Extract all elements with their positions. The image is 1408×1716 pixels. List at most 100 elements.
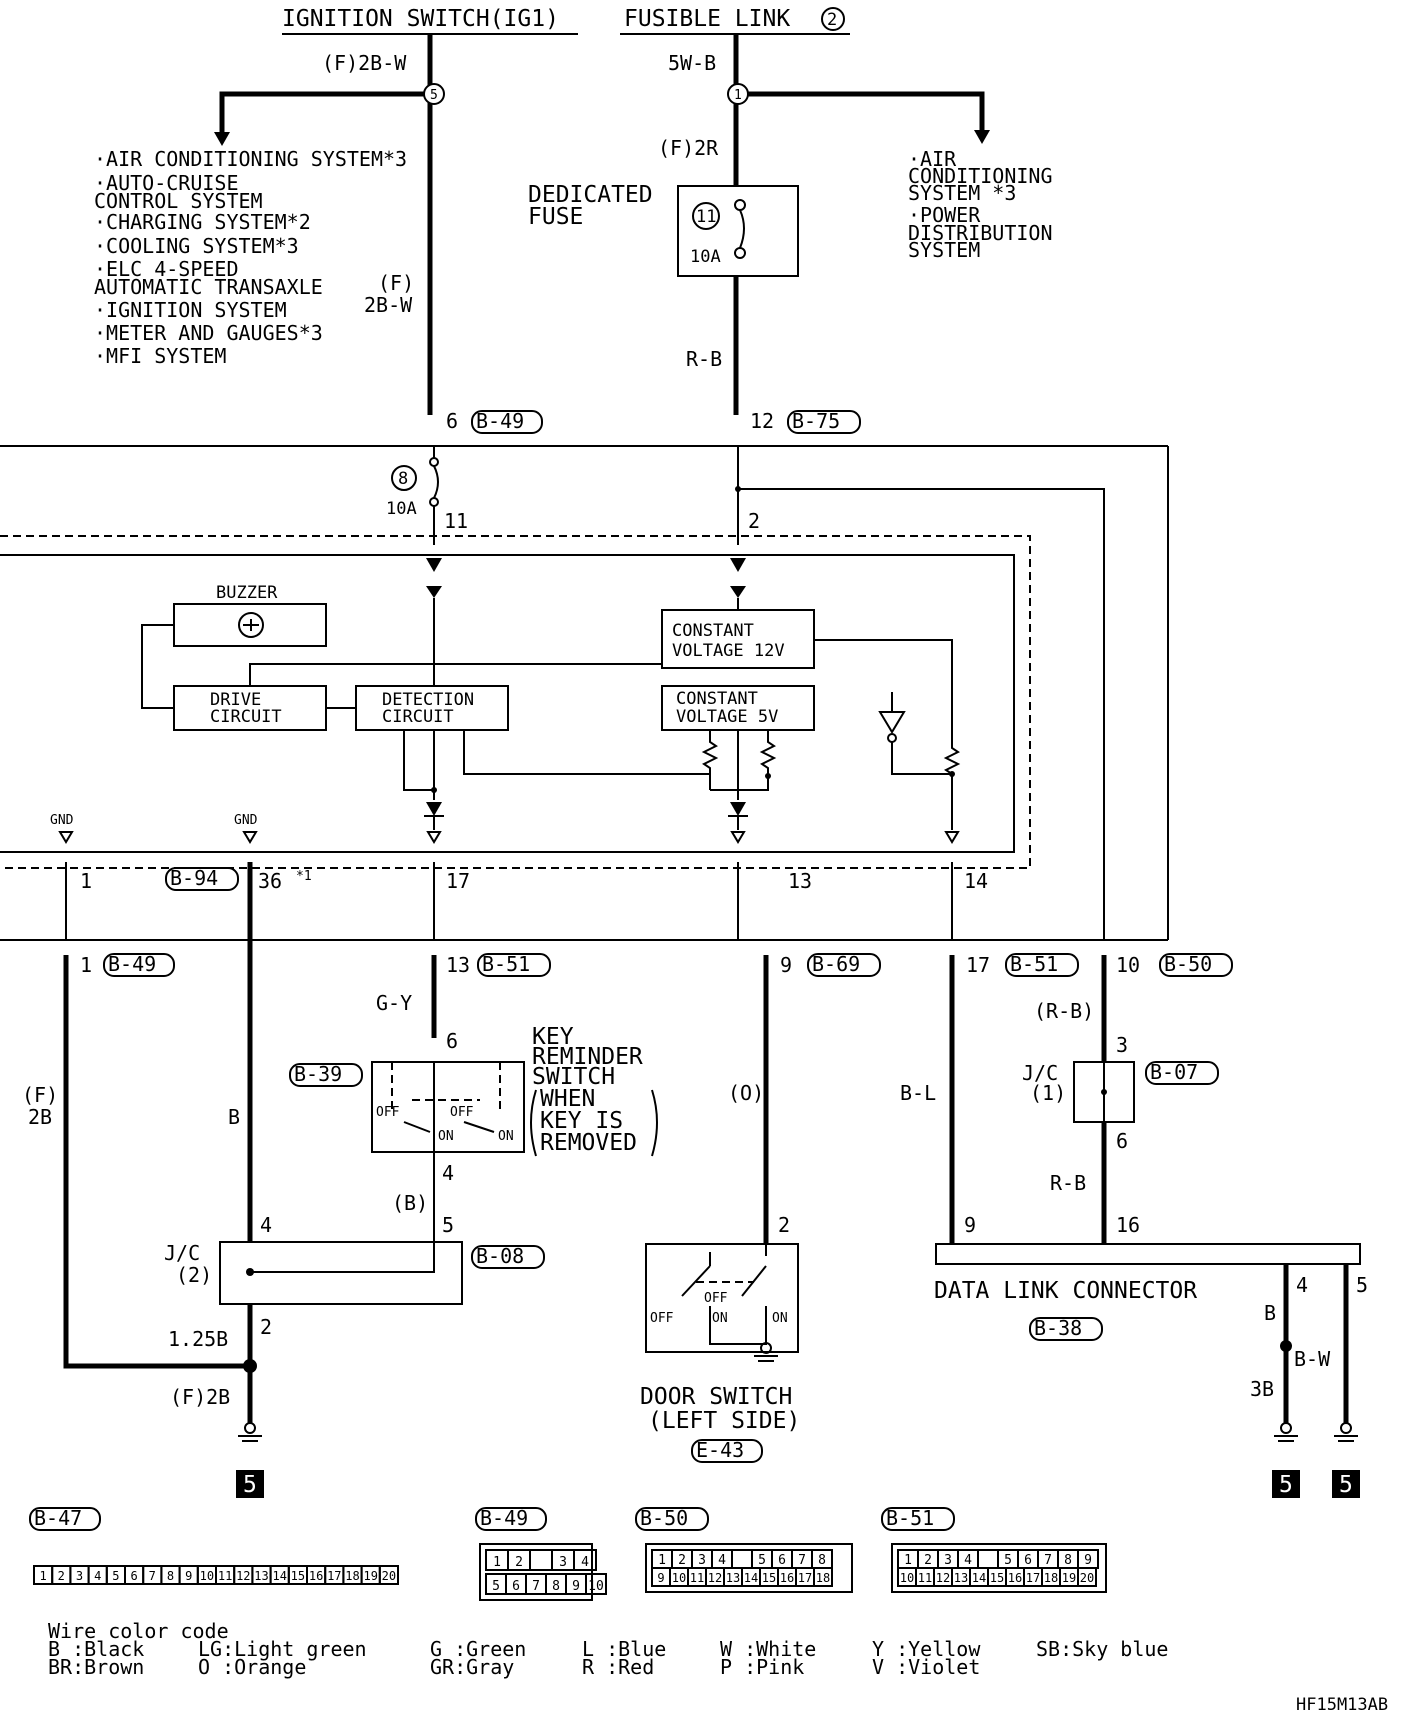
cv12-2: VOLTAGE 12V bbox=[672, 641, 785, 661]
svg-text:V :Violet: V :Violet bbox=[872, 1655, 980, 1679]
key-reminder-2: REMINDER bbox=[532, 1044, 643, 1070]
wire-rb-paren: (R-B) bbox=[1034, 999, 1094, 1023]
gnd-label-1: GND bbox=[50, 813, 74, 828]
pin-number: 10 bbox=[588, 1579, 604, 1594]
constant-voltage-12v bbox=[661, 609, 815, 669]
pin-cell bbox=[813, 1567, 833, 1587]
fuse-11-amp: 10A bbox=[690, 247, 721, 267]
key-switch-pin-5: 5 bbox=[442, 1213, 454, 1237]
svg-text:·CHARGING SYSTEM*2: ·CHARGING SYSTEM*2 bbox=[94, 210, 311, 234]
svg-text:SYSTEM: SYSTEM bbox=[908, 238, 980, 262]
detection-circuit-1: DETECTION bbox=[382, 690, 474, 710]
svg-text:B-51: B-51 bbox=[886, 1506, 934, 1530]
wire-b-paren: (B) bbox=[392, 1191, 428, 1215]
svg-text:SB:Sky blue: SB:Sky blue bbox=[1036, 1637, 1168, 1661]
jc2-pin-2: 2 bbox=[260, 1315, 272, 1339]
pin-17: 17 bbox=[446, 869, 470, 893]
pin-number: 5 bbox=[492, 1579, 500, 1594]
pin-number: 16 bbox=[1008, 1571, 1022, 1585]
dlc-pin-9: 9 bbox=[964, 1213, 976, 1237]
connector-b69: B-69 bbox=[812, 952, 860, 976]
svg-text:SYSTEM *3: SYSTEM *3 bbox=[908, 181, 1016, 205]
pin-13: 13 bbox=[788, 869, 812, 893]
wire-rb-label: R-B bbox=[686, 347, 722, 371]
pin-number: 13 bbox=[726, 1571, 740, 1585]
fuse-8-number: 8 bbox=[398, 469, 408, 489]
pin-number: 4 bbox=[718, 1553, 726, 1568]
connector-b51b: B-51 bbox=[1010, 952, 1058, 976]
key-switch-pin-4: 4 bbox=[442, 1161, 454, 1185]
left-system-list: ·AIR CONDITIONING SYSTEM*3 ·AUTO-CRUISE … bbox=[94, 147, 407, 368]
pin-cell bbox=[585, 1573, 607, 1595]
wire-bl: B-L bbox=[900, 1081, 936, 1105]
svg-text:5: 5 bbox=[243, 1472, 257, 1498]
pin-number: 9 bbox=[657, 1571, 664, 1585]
connector-b75: B-75 bbox=[792, 409, 840, 433]
ground-point-5b bbox=[1272, 1470, 1300, 1498]
pin-number: 9 bbox=[1084, 1553, 1092, 1568]
jc1-label-2: (1) bbox=[1030, 1081, 1066, 1105]
dlc-pin-5: 5 bbox=[1356, 1273, 1368, 1297]
pin-11: 11 bbox=[444, 509, 468, 533]
wire-o: (O) bbox=[728, 1081, 764, 1105]
pin-number: 3 bbox=[698, 1553, 706, 1568]
svg-text:·AIR CONDITIONING SYSTEM*3: ·AIR CONDITIONING SYSTEM*3 bbox=[94, 147, 407, 171]
key-on-1: ON bbox=[438, 1129, 454, 1144]
pin-number: 1 bbox=[493, 1555, 501, 1570]
wire-f2b-bottom: (F)2B bbox=[170, 1385, 230, 1409]
drive-circuit bbox=[173, 685, 327, 731]
wire-f2bw-label: (F)2B-W bbox=[322, 51, 407, 75]
pin-number: 2 bbox=[515, 1555, 523, 1570]
data-link-connector-label: DATA LINK CONNECTOR bbox=[934, 1278, 1197, 1304]
cv5-2: VOLTAGE 5V bbox=[676, 707, 778, 727]
pin-number: 8 bbox=[1064, 1553, 1072, 1568]
svg-text:5: 5 bbox=[1279, 1472, 1293, 1498]
ground-point-5c bbox=[1332, 1470, 1360, 1498]
pin-12: 12 bbox=[750, 409, 774, 433]
pin-number: 7 bbox=[532, 1579, 540, 1594]
key-off-1: OFF bbox=[376, 1105, 400, 1120]
connector-e43: E-43 bbox=[696, 1438, 744, 1462]
note-36: *1 bbox=[296, 869, 312, 884]
svg-text:·COOLING SYSTEM*3: ·COOLING SYSTEM*3 bbox=[94, 234, 299, 258]
pin-number: 15 bbox=[291, 1569, 305, 1583]
data-link-connector bbox=[935, 1243, 1361, 1265]
pin-number: 6 bbox=[1024, 1553, 1032, 1568]
wire-5wb-label: 5W-B bbox=[668, 51, 716, 75]
wire-b-dlc: B bbox=[1264, 1301, 1276, 1325]
pin-number: 12 bbox=[936, 1571, 950, 1585]
svg-text:R :Red: R :Red bbox=[582, 1655, 654, 1679]
ground-point-5 bbox=[236, 1470, 264, 1498]
pin-number: 17 bbox=[798, 1571, 812, 1585]
wire-b: B bbox=[228, 1105, 240, 1129]
jc1-label-1: J/C bbox=[1022, 1061, 1058, 1085]
door-switch-label-2: (LEFT SIDE) bbox=[648, 1408, 800, 1434]
pin-number: 1 bbox=[904, 1553, 912, 1568]
svg-text:·IGNITION SYSTEM: ·IGNITION SYSTEM bbox=[94, 298, 287, 322]
connector-b49-bottom: B-49 bbox=[108, 952, 156, 976]
splice-5: 5 bbox=[430, 88, 438, 103]
svg-text:CONDITIONING: CONDITIONING bbox=[908, 164, 1053, 188]
pin-number: 5 bbox=[1004, 1553, 1012, 1568]
key-reminder-4: WHEN bbox=[540, 1086, 595, 1112]
svg-text:B-50: B-50 bbox=[640, 1506, 688, 1530]
pin-number: 13 bbox=[254, 1569, 268, 1583]
pin-number: 14 bbox=[272, 1569, 286, 1583]
dedicated-fuse-label-2: FUSE bbox=[528, 204, 583, 230]
svg-text:·POWER: ·POWER bbox=[908, 203, 981, 227]
pin-number: 12 bbox=[236, 1569, 250, 1583]
pin-number: 17 bbox=[327, 1569, 341, 1583]
pin-number: 6 bbox=[130, 1569, 137, 1583]
pin-number: 9 bbox=[185, 1569, 192, 1583]
wire-2bw-label: 2B-W bbox=[364, 293, 413, 317]
pinout-frame bbox=[645, 1543, 853, 1593]
pin-1b: 1 bbox=[80, 953, 92, 977]
pin-number: 9 bbox=[572, 1579, 580, 1594]
pin-number: 17 bbox=[1026, 1571, 1040, 1585]
jc2-label-1: J/C bbox=[164, 1241, 200, 1265]
svg-text:5: 5 bbox=[1339, 1472, 1353, 1498]
